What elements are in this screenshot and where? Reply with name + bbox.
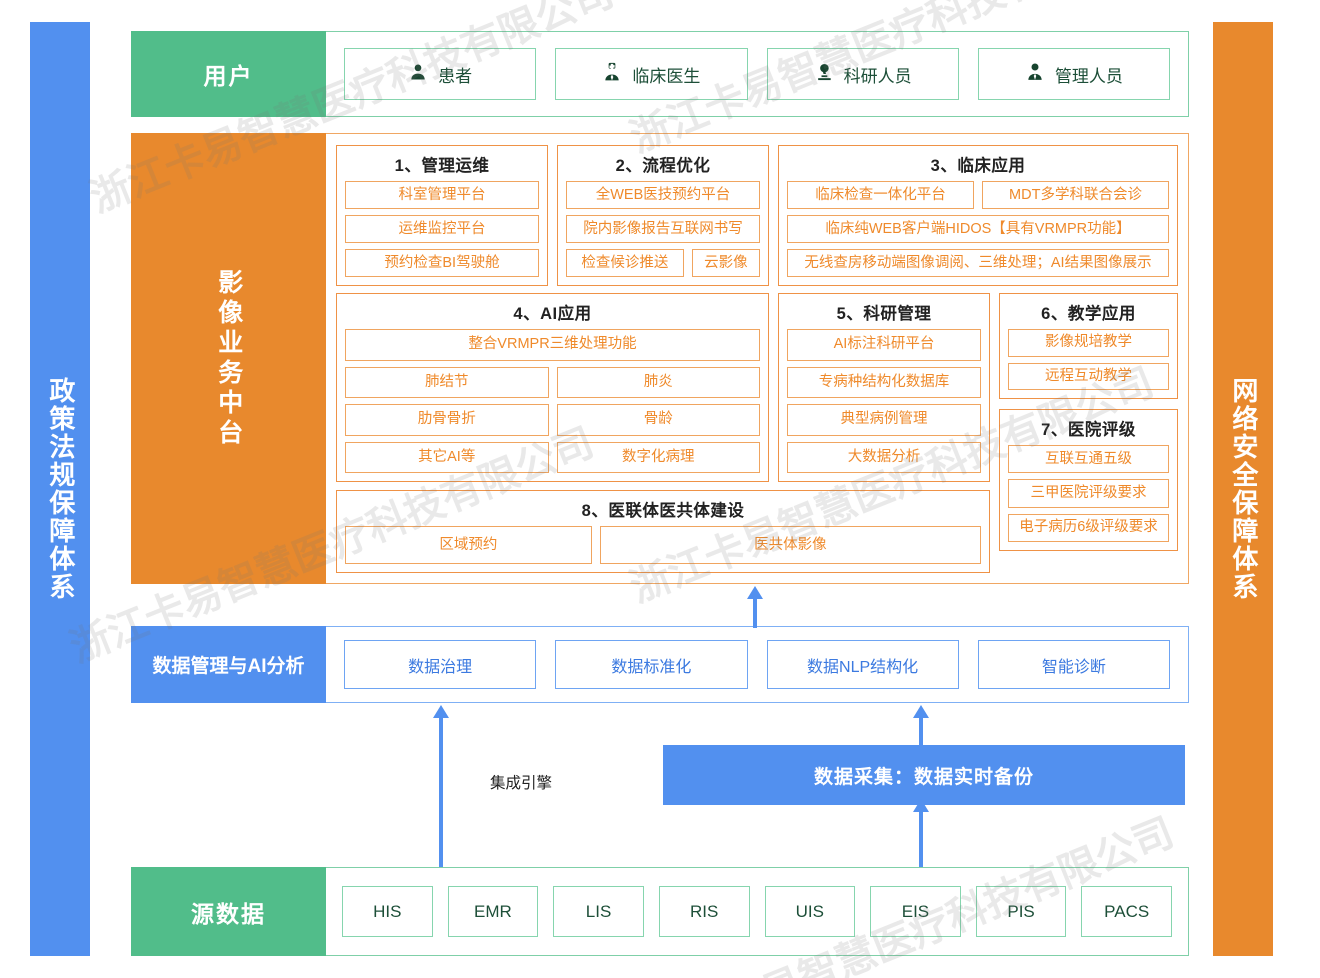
source-chip-uis[interactable]: UIS xyxy=(764,886,856,937)
data-chip-standardization[interactable]: 数据标准化 xyxy=(555,640,748,689)
chip[interactable]: AI标注科研平台 xyxy=(787,329,981,361)
source-data-label: 源数据 xyxy=(131,867,326,956)
user-card-label: 管理人员 xyxy=(1054,66,1123,86)
chip[interactable]: 互联互通五级 xyxy=(1008,445,1169,474)
data-management-layer: 数据管理与AI分析 数据治理 数据标准化 数据NLP结构化 智能诊断 xyxy=(131,626,1189,703)
chip[interactable]: 预约检查BI驾驶舱 xyxy=(345,249,539,277)
imaging-platform-label: 影像业务中台 xyxy=(131,133,326,584)
data-management-label: 数据管理与AI分析 xyxy=(131,626,326,703)
group-clinical-application[interactable]: 3、临床应用 临床检查一体化平台 MDT多学科联合会诊 临床纯WEB客户端HID… xyxy=(778,145,1178,286)
integration-engine-label: 集成引擎 xyxy=(489,775,552,792)
chip[interactable]: 无线查房移动端图像调阅、三维处理；AI结果图像展示 xyxy=(787,249,1169,277)
group-research-management[interactable]: 5、科研管理 AI标注科研平台 专病种结构化数据库 典型病例管理 大数据分析 xyxy=(778,293,990,482)
chip[interactable]: 全WEB医技预约平台 xyxy=(566,181,760,209)
data-chip-list: 数据治理 数据标准化 数据NLP结构化 智能诊断 xyxy=(326,626,1189,703)
chip[interactable]: 典型病例管理 xyxy=(787,404,981,436)
source-to-collection-arrow xyxy=(913,799,929,869)
integration-engine-arrow xyxy=(433,705,449,867)
chip[interactable]: 云影像 xyxy=(691,249,760,277)
group-process-optimization[interactable]: 2、流程优化 全WEB医技预约平台 院内影像报告互联网书写 检查候诊推送 云影像 xyxy=(557,145,769,286)
group-hospital-rating[interactable]: 7、医院评级 互联互通五级 三甲医院评级要求 电子病历6级评级要求 xyxy=(999,409,1178,551)
user-card-patient[interactable]: 患者 xyxy=(344,48,537,100)
source-chip-list: HIS EMR LIS RIS UIS EIS PIS PACS xyxy=(326,867,1189,956)
source-chip-emr[interactable]: EMR xyxy=(447,886,539,937)
chip[interactable]: 医共体影像 xyxy=(599,526,981,564)
connector-band: 数据采集：数据实时备份 集成引擎 xyxy=(131,703,1189,869)
chip[interactable]: MDT多学科联合会诊 xyxy=(982,181,1169,209)
source-chip-ris[interactable]: RIS xyxy=(658,886,750,937)
chip[interactable]: 区域预约 xyxy=(345,526,592,564)
data-chip-intelligent-diagnosis[interactable]: 智能诊断 xyxy=(977,640,1170,689)
group-title: 3、临床应用 xyxy=(930,157,1026,175)
chip[interactable]: 运维监控平台 xyxy=(345,215,539,243)
chip[interactable]: 电子病历6级评级要求 xyxy=(1008,513,1169,542)
group-title: 1、管理运维 xyxy=(394,157,490,175)
data-collection-box: 数据采集：数据实时备份 xyxy=(663,745,1185,805)
collection-up-arrow xyxy=(913,705,929,751)
data-chip-nlp-structuring[interactable]: 数据NLP结构化 xyxy=(766,640,959,689)
chip[interactable]: 科室管理平台 xyxy=(345,181,539,209)
user-layer-label: 用户 xyxy=(131,31,326,117)
user-layer: 用户 患者 临床医生 科研人员 xyxy=(131,31,1189,117)
microscope-icon xyxy=(814,62,834,87)
group-title: 4、AI应用 xyxy=(513,305,592,323)
source-chip-eis[interactable]: EIS xyxy=(870,886,961,937)
manager-icon xyxy=(1025,62,1045,87)
group-title: 8、医联体医共体建设 xyxy=(581,502,745,520)
user-card-administrator[interactable]: 管理人员 xyxy=(977,48,1170,100)
data-chip-governance[interactable]: 数据治理 xyxy=(344,640,537,689)
group-medical-consortium[interactable]: 8、医联体医共体建设 区域预约 医共体影像 xyxy=(336,490,990,573)
imaging-platform-body: 1、管理运维 科室管理平台 运维监控平台 预约检查BI驾驶舱 2、流程优化 全W… xyxy=(326,133,1189,584)
user-card-label: 患者 xyxy=(438,66,473,86)
group-title: 6、教学应用 xyxy=(1041,305,1136,323)
chip[interactable]: 检查候诊推送 xyxy=(566,249,684,277)
imaging-platform-layer: 影像业务中台 1、管理运维 科室管理平台 运维监控平台 预约检查BI驾驶舱 2、… xyxy=(131,133,1189,584)
user-card-list: 患者 临床医生 科研人员 管理人员 xyxy=(326,31,1189,117)
chip[interactable]: 院内影像报告互联网书写 xyxy=(566,215,760,243)
chip[interactable]: 其它AI等 xyxy=(345,441,549,473)
source-chip-his[interactable]: HIS xyxy=(342,886,433,937)
chip[interactable]: 临床检查一体化平台 xyxy=(787,181,974,209)
doctor-icon xyxy=(602,62,622,87)
policy-banner-left: 政策法规保障体系 xyxy=(30,22,90,956)
group-title: 5、科研管理 xyxy=(836,305,932,323)
source-chip-pacs[interactable]: PACS xyxy=(1081,886,1172,937)
chip[interactable]: 肋骨骨折 xyxy=(345,404,549,436)
group-ai-application[interactable]: 4、AI应用 整合VRMPR三维处理功能 肺结节 肺炎 肋骨骨折 骨龄 其它AI… xyxy=(336,293,769,482)
group-management-ops[interactable]: 1、管理运维 科室管理平台 运维监控平台 预约检查BI驾驶舱 xyxy=(336,145,548,286)
chip[interactable]: 肺炎 xyxy=(556,366,760,398)
group-title: 2、流程优化 xyxy=(615,157,711,175)
chip[interactable]: 临床纯WEB客户端HIDOS【具有VRMPR功能】 xyxy=(787,215,1169,243)
user-card-label: 临床医生 xyxy=(632,66,701,86)
chip[interactable]: 三甲医院评级要求 xyxy=(1008,479,1169,508)
chip[interactable]: 肺结节 xyxy=(345,366,549,398)
source-data-layer: 源数据 HIS EMR LIS RIS UIS EIS PIS PACS xyxy=(131,867,1189,956)
chip[interactable]: 整合VRMPR三维处理功能 xyxy=(345,329,760,361)
chip[interactable]: 远程互动教学 xyxy=(1008,362,1169,390)
user-card-clinician[interactable]: 临床医生 xyxy=(555,48,748,100)
platform-up-arrow xyxy=(747,586,763,628)
chip[interactable]: 骨龄 xyxy=(556,404,760,436)
group-title: 7、医院评级 xyxy=(1041,421,1136,439)
security-banner-right: 网络安全保障体系 xyxy=(1213,22,1273,956)
chip[interactable]: 大数据分析 xyxy=(787,441,981,473)
user-icon xyxy=(408,62,428,87)
chip[interactable]: 影像规培教学 xyxy=(1008,329,1169,357)
user-card-researcher[interactable]: 科研人员 xyxy=(766,48,959,100)
user-card-label: 科研人员 xyxy=(843,66,912,86)
chip[interactable]: 专病种结构化数据库 xyxy=(787,366,981,398)
group-teaching-application[interactable]: 6、教学应用 影像规培教学 远程互动教学 xyxy=(999,293,1178,399)
source-chip-pis[interactable]: PIS xyxy=(975,886,1067,937)
chip[interactable]: 数字化病理 xyxy=(556,441,760,473)
source-chip-lis[interactable]: LIS xyxy=(553,886,644,937)
